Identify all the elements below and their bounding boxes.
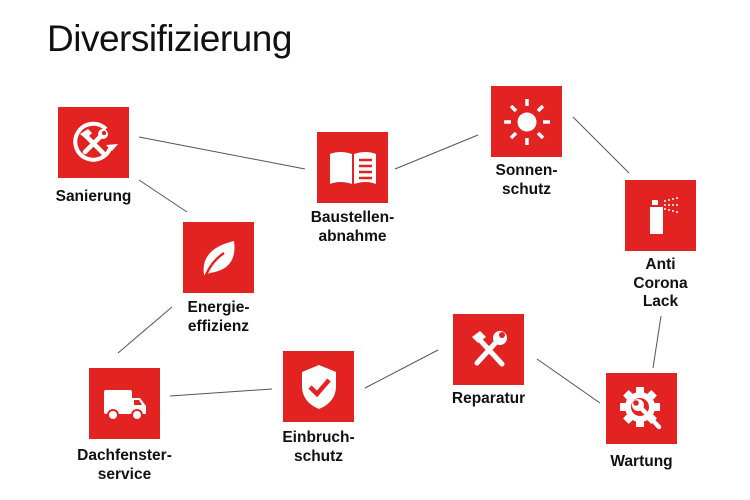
connector-sonnen-anti — [572, 116, 630, 174]
node-einbruchschutz: Einbruch-schutz — [282, 351, 355, 465]
open-book-icon — [317, 132, 388, 203]
connector-einbruch-reparatur — [364, 349, 439, 389]
label-line: Sanierung — [55, 188, 132, 205]
hammer-wrench-icon — [453, 314, 524, 385]
label-line: Sonnen- — [495, 162, 558, 179]
node-energieeffizienz: Energie-effizienz — [183, 222, 254, 335]
shield-check-icon — [283, 351, 354, 422]
node-sonnenschutz: Sonnen-schutz — [491, 86, 562, 198]
label-line: Dachfenster- — [77, 447, 172, 464]
node-label: Sonnen-schutz — [496, 162, 558, 199]
node-sanierung: Sanierung — [56, 107, 131, 205]
sun-icon — [491, 86, 562, 157]
label-line: schutz — [293, 447, 344, 465]
label-line: Baustellen- — [310, 209, 395, 226]
page-title: Diversifizierung — [47, 18, 292, 59]
label-line: effizienz — [187, 317, 250, 335]
label-line: schutz — [501, 180, 552, 198]
label-line: Corona — [633, 274, 688, 292]
connector-sanierung-baustellen — [138, 136, 306, 170]
node-label: Einbruch-schutz — [282, 429, 354, 466]
connector-sanierung-energie — [138, 179, 188, 213]
connector-dachfenster-einbruch — [169, 388, 273, 397]
truck-icon — [89, 368, 160, 439]
label-line: Energie- — [187, 299, 250, 316]
node-label: Wartung — [610, 453, 672, 472]
connector-energie-dachfenster — [117, 306, 173, 354]
connector-baustellen-sonnen — [394, 134, 479, 170]
node-baustellenabnahme: Baustellen-abnahme — [311, 132, 394, 245]
label-line: service — [97, 465, 152, 483]
connector-reparatur-wartung — [536, 358, 601, 404]
label-line: Reparatur — [451, 390, 526, 407]
connector-anti-wartung — [652, 315, 662, 369]
label-line: abnahme — [318, 227, 387, 245]
node-label: Dachfenster-service — [77, 447, 172, 484]
node-label: Sanierung — [56, 188, 132, 207]
node-label: Baustellen-abnahme — [311, 209, 395, 246]
label-line: Lack — [642, 293, 679, 310]
label-line: Wartung — [610, 453, 673, 470]
renovation-cycle-icon — [58, 107, 129, 178]
gear-wrench-icon — [606, 373, 677, 444]
node-label: Reparatur — [452, 390, 525, 409]
label-line: Anti — [645, 256, 676, 273]
leaf-icon — [183, 222, 254, 293]
node-label: Energie-effizienz — [187, 299, 249, 336]
label-line: Einbruch- — [282, 429, 355, 446]
node-wartung: Wartung — [606, 373, 677, 470]
node-dachfensterservice: Dachfenster-service — [77, 368, 172, 483]
spray-can-icon — [625, 180, 696, 251]
node-reparatur: Reparatur — [452, 314, 525, 407]
